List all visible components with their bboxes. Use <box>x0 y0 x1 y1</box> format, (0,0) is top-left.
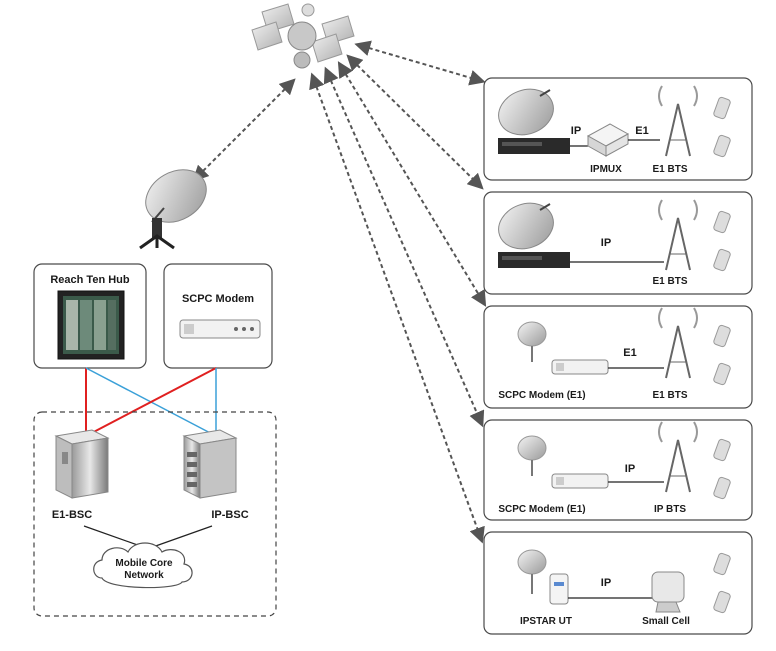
site-2: IP E1 BTS <box>483 191 753 295</box>
link-site-2 <box>346 54 484 190</box>
bsc-region <box>33 411 277 617</box>
vsat-dish-icon <box>498 202 554 250</box>
satellite-icon <box>251 3 355 69</box>
small-cell-label: Small Cell <box>642 616 690 627</box>
ipmux-icon <box>586 123 630 157</box>
hub-label: Reach Ten Hub <box>50 274 130 286</box>
e1-bsc-server-icon <box>54 429 110 499</box>
ipstar-ut-label: IPSTAR UT <box>520 616 572 627</box>
ip-bsc-server-icon <box>182 429 238 499</box>
small-dish-icon <box>517 321 547 362</box>
ip-bsc-core-link <box>149 525 213 549</box>
modem-unit-icon <box>498 252 570 268</box>
scpc-modem-label: SCPC Modem <box>182 293 254 305</box>
link-site-4 <box>323 66 485 428</box>
core-label-line2: Network <box>124 570 164 581</box>
phone-icons <box>713 438 731 500</box>
site-1: IP IPMUX E1 E1 BTS <box>483 77 753 181</box>
scpc-modem-icon <box>551 473 609 489</box>
hub-bsc-links <box>85 367 217 437</box>
phone-icons <box>713 324 731 386</box>
ipmux-label: IPMUX <box>590 164 622 175</box>
e1-bsc-label: E1-BSC <box>52 509 92 521</box>
site-3: E1 SCPC Modem (E1) E1 BTS <box>483 305 753 409</box>
small-cell-icon <box>651 571 685 613</box>
site-4-modem-label: SCPC Modem (E1) <box>498 504 585 515</box>
scpc-modem-icon <box>551 359 609 375</box>
small-dish-icon <box>517 435 547 476</box>
site-1-link2-label: E1 <box>635 125 648 137</box>
ipstar-ut-icon <box>549 573 569 605</box>
red-link-2 <box>85 367 217 437</box>
scpc-modem-icon <box>179 319 261 339</box>
site-1-bts-label: E1 BTS <box>652 164 687 175</box>
site-3-modem-label: SCPC Modem (E1) <box>498 390 585 401</box>
site-4-bts-label: IP BTS <box>654 504 686 515</box>
phone-icons <box>713 96 731 158</box>
site-5-link-label: IP <box>601 577 611 589</box>
site-3-bts-label: E1 BTS <box>652 390 687 401</box>
link-site-3 <box>337 61 487 307</box>
bts-tower-icon <box>658 421 698 493</box>
hub-dish-icon <box>139 169 207 250</box>
link-hub-dish <box>192 78 296 182</box>
hub-rack-icon <box>57 290 125 360</box>
link-site-5 <box>309 72 485 544</box>
site-3-link-label: E1 <box>623 347 636 359</box>
hub-scpc-modem: SCPC Modem <box>163 263 273 369</box>
site-2-bts-label: E1 BTS <box>652 276 687 287</box>
reach-ten-hub: Reach Ten Hub <box>33 263 147 369</box>
site-1-link-label: IP <box>571 125 581 137</box>
site-5: IP IPSTAR UT Small Cell <box>483 531 753 635</box>
ip-bsc-label: IP-BSC <box>211 509 248 521</box>
vsat-dish-icon <box>498 88 554 136</box>
phone-icons <box>713 210 731 272</box>
modem-unit-icon <box>498 138 570 154</box>
satellite-links <box>192 40 487 544</box>
small-dish-icon <box>517 549 547 594</box>
link-site-1 <box>354 40 486 86</box>
core-label-line1: Mobile Core <box>115 558 173 569</box>
phone-icons <box>713 552 731 614</box>
site-4-link-label: IP <box>625 463 635 475</box>
mobile-core-cloud-icon <box>93 542 193 589</box>
site-4: IP SCPC Modem (E1) IP BTS <box>483 419 753 521</box>
bts-tower-icon <box>658 85 698 157</box>
bts-tower-icon <box>658 199 698 271</box>
bts-tower-icon <box>658 307 698 379</box>
site-2-link-label: IP <box>601 237 611 249</box>
